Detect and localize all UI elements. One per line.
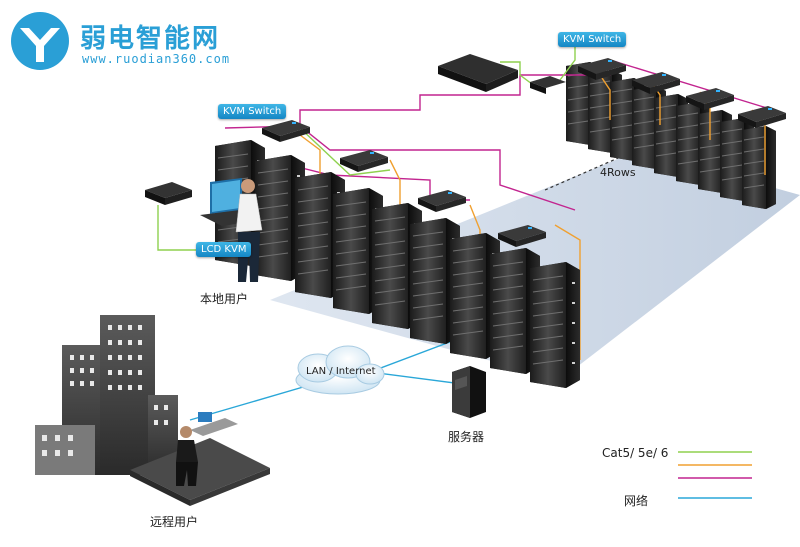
server-label: 服务器 (448, 430, 485, 444)
lan-internet-cloud (295, 345, 385, 395)
local-user-label: 本地用户 (200, 292, 249, 306)
logo-icon (11, 12, 69, 70)
left-kvm-device (145, 182, 192, 205)
remote-console-device (530, 76, 566, 94)
legend-network-label: 网络 (624, 494, 649, 508)
kvm-switch-tag-right: KVM Switch (558, 32, 627, 47)
rows-dashed-line (544, 154, 626, 191)
console-device (438, 54, 518, 92)
brand-name: 弱电智能网 (80, 24, 221, 54)
server-tower (452, 366, 486, 418)
rows-label: 4Rows (600, 166, 636, 179)
lcd-kvm-tag: LCD KVM (196, 242, 252, 257)
brand-url: www.ruodian360.com (82, 52, 231, 66)
remote-user-label: 远程用户 (150, 515, 199, 529)
cloud-label: LAN / Internet (306, 366, 376, 377)
legend-cable-label: Cat5/ 5e/ 6 (602, 446, 669, 460)
remote-user-desk (130, 412, 270, 506)
office-buildings (35, 315, 178, 475)
legend-lines (678, 451, 752, 499)
kvm-switch-tag-left: KVM Switch (218, 104, 287, 119)
front-rack-row (214, 139, 581, 389)
